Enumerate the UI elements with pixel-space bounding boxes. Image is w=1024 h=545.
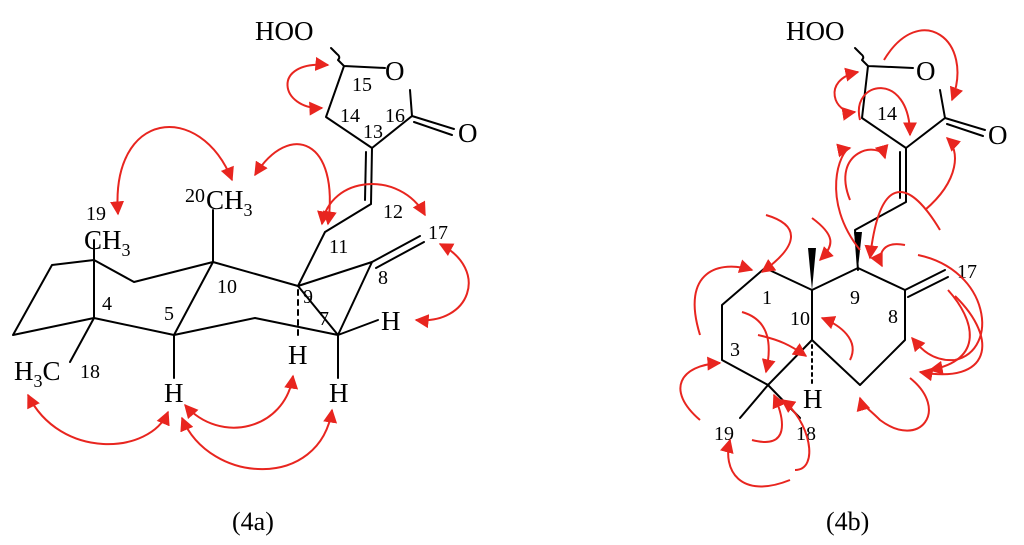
atom-number-13-a: 13 — [363, 121, 383, 143]
exomethylene-bond-b — [904, 269, 949, 298]
c9-wedge-b — [854, 232, 862, 268]
atom-number-9-a: 9 — [303, 286, 313, 308]
atom-number-16-a: 16 — [385, 105, 405, 127]
h7-label-a: H — [381, 306, 401, 336]
carbonyl-bond-b — [944, 117, 986, 137]
h5-label-a: H — [164, 378, 184, 408]
atom-number-18-a: 18 — [80, 361, 100, 383]
hydroperoxy-label-b: HOO — [786, 16, 845, 46]
ring-oxygen-label-a: O — [385, 56, 405, 86]
methyl-20-label-a: CH3 — [206, 185, 253, 220]
atom-number-8-b: 8 — [888, 306, 898, 328]
atom-number-8-a: 8 — [378, 267, 388, 289]
atom-number-3-b: 3 — [730, 339, 740, 361]
atom-number-10-b: 10 — [790, 308, 810, 330]
atom-number-12-a: 12 — [383, 201, 403, 223]
h6-label-a: H — [329, 378, 349, 408]
atom-number-9-b: 9 — [850, 287, 860, 309]
methyl-18-label-a: H3C — [14, 356, 61, 391]
atom-number-5-a: 5 — [164, 303, 174, 325]
wavy-ooh-bond-a — [330, 47, 345, 67]
exomethylene-bond-a — [371, 235, 425, 269]
atom-number-19-a: 19 — [86, 203, 106, 225]
h9-label-a: H — [288, 340, 308, 370]
atom-number-14-b: 14 — [877, 103, 897, 125]
correlation-arrows-a — [27, 56, 470, 471]
atom-number-15-a: 15 — [352, 74, 372, 96]
atom-number-10-a: 10 — [217, 276, 237, 298]
atom-number-4-a: 4 — [102, 293, 112, 315]
atom-number-7-a: 7 — [319, 308, 329, 330]
h7-bond-a — [337, 319, 379, 336]
h5-label-b: H — [803, 384, 823, 414]
atom-number-17-b: 17 — [957, 261, 977, 283]
ring-b-bonds-b — [811, 267, 906, 386]
atom-number-19-b: 19 — [714, 423, 734, 445]
panel-4b-structure — [721, 47, 986, 419]
gem-dimethyl-bonds-b — [739, 384, 801, 419]
caption-4b: (4b) — [826, 507, 869, 536]
carbonyl-oxygen-label-b: O — [988, 120, 1008, 150]
carbonyl-bond-a — [411, 115, 455, 136]
hydroperoxy-label-a: HOO — [255, 16, 314, 46]
carbonyl-oxygen-label-a: O — [458, 118, 478, 148]
atom-number-14-a: 14 — [340, 105, 360, 127]
substituent-bonds-a — [69, 209, 339, 379]
caption-4a: (4a) — [232, 507, 274, 536]
ring-oxygen-label-b: O — [916, 56, 936, 86]
atom-number-17-a: 17 — [428, 222, 448, 244]
atom-number-1-b: 1 — [762, 287, 772, 309]
wavy-ooh-bond-b — [854, 47, 869, 67]
methyl-20-wedge-b — [808, 248, 816, 290]
correlation-arrows-b — [679, 29, 984, 488]
atom-number-20-a: 20 — [185, 185, 205, 207]
panel-4a-structure — [12, 47, 455, 379]
methyl-19-label-a: CH3 — [84, 225, 131, 260]
atom-number-11-a: 11 — [329, 236, 348, 258]
